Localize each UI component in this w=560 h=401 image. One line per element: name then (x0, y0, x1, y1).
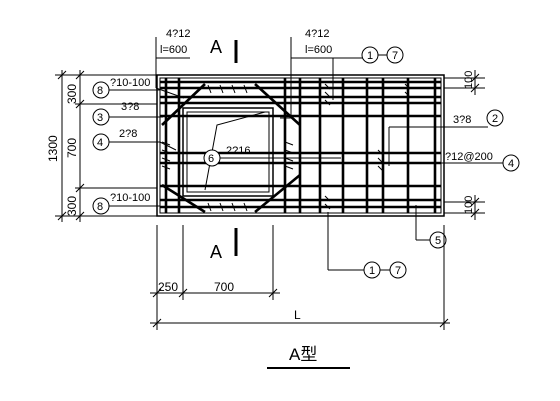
bottom-dimensions: 250 700 L (150, 225, 450, 330)
dim-width-700: 700 (214, 280, 234, 294)
dim-seg-bot: 300 (65, 196, 79, 216)
bubble-5: 5 (435, 235, 441, 247)
bar-4-label: 2?8 (119, 128, 137, 140)
top-left-bar-label: 4?12 (166, 28, 190, 40)
bubble-6: 6 (208, 153, 214, 165)
right-dimensions: 100 100 (444, 70, 485, 220)
bar-2-label: 3?8 (453, 114, 471, 126)
left-dimensions: 1300 300 700 300 (46, 70, 157, 222)
dim-width-250: 250 (158, 280, 178, 294)
top-left-length-label: l=600 (160, 44, 187, 56)
opening (161, 83, 301, 214)
dim-seg-mid: 700 (65, 138, 79, 158)
bubble-3: 3 (97, 112, 103, 124)
top-right-length-label: l=600 (305, 44, 332, 56)
bubble-4-right: 4 (508, 158, 514, 170)
dim-seg-top: 300 (65, 84, 79, 104)
dim-right-bot: 100 (463, 196, 475, 214)
bubble-2: 2 (492, 113, 498, 125)
drawing-title: A型 (267, 345, 350, 369)
transverse-bars (164, 78, 437, 213)
bubble-8-bottom: 8 (97, 201, 103, 213)
bar-4r-label: ?12@200 (445, 151, 493, 163)
dim-total-height: 1300 (46, 135, 60, 162)
top-right-bar-label: 4?12 (305, 28, 329, 40)
bubble-8-top: 8 (97, 85, 103, 97)
bubble-1-top: 1 (367, 50, 373, 62)
section-letter-top: A (210, 37, 222, 57)
bubble-1-bottom: 1 (369, 265, 375, 277)
dim-right-top: 100 (463, 71, 475, 89)
top-bar-callouts: 4?12 l=600 4?12 l=600 (155, 28, 363, 119)
section-cut-a: A A (210, 37, 238, 262)
right-callouts: 1 7 3?8 2 ?12@200 4 5 1 7 (327, 46, 520, 279)
bubble-7-bottom: 7 (395, 265, 401, 277)
bubble-7-top: 7 (392, 50, 398, 62)
bubble-4-left: 4 (97, 137, 103, 149)
callout-6: 6 2?16 (203, 145, 341, 167)
hatch-ticks (161, 83, 411, 212)
stirrup-top-label: ?10-100 (110, 77, 150, 89)
stirrup-bottom-label: ?10-100 (110, 192, 150, 204)
dim-length: L (294, 308, 301, 322)
title-text: A型 (289, 345, 317, 364)
section-letter-bottom: A (210, 242, 222, 262)
bar-6-label: 2?16 (226, 145, 250, 157)
bar-3-label: 3?8 (121, 101, 139, 113)
